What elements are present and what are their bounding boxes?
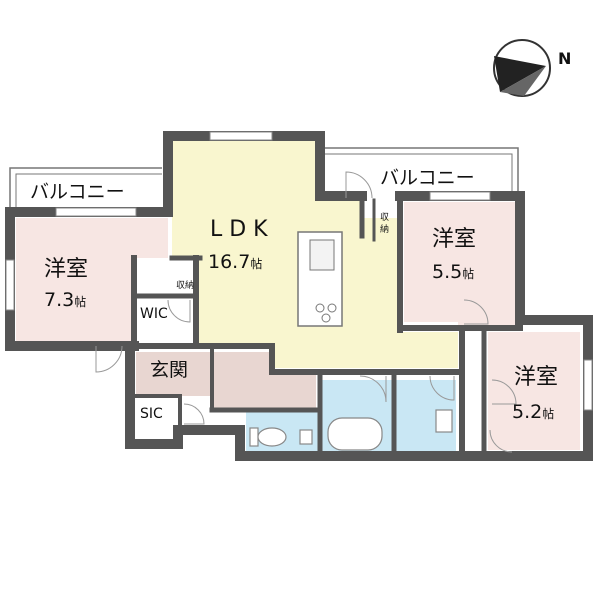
- sic-label: SIC: [140, 406, 163, 422]
- western-room-1-size: 7.3帖: [44, 289, 86, 311]
- compass-north-label: N: [558, 49, 571, 68]
- closet-ldk-label-1: 収: [380, 211, 389, 223]
- wic-label: WIC: [140, 306, 168, 322]
- western-room-1-name: 洋室: [44, 257, 88, 282]
- kitchen-counter: [297, 231, 343, 327]
- western-room-3-size: 5.2帖: [512, 401, 554, 423]
- windows: [5, 131, 593, 411]
- western-room-3-floor: [488, 332, 580, 450]
- balcony-left-label: バルコニー: [30, 181, 125, 203]
- wic-floor: [134, 298, 192, 340]
- western-room-3-name: 洋室: [514, 365, 558, 390]
- walls: [5, 131, 593, 461]
- balcony-right-label: バルコニー: [380, 167, 475, 189]
- sic-floor: [136, 396, 178, 428]
- western-room-2-size: 5.5帖: [432, 261, 474, 283]
- fixtures: [249, 409, 453, 451]
- entrance-label: 玄関: [150, 359, 188, 381]
- balcony-left: [9, 167, 162, 212]
- compass: N: [493, 39, 571, 97]
- room-floors: [16, 140, 580, 452]
- closet-ldk-label-2: 納: [380, 223, 389, 235]
- ldk-size: 16.7帖: [208, 251, 262, 273]
- western-room-1-floor: [16, 218, 168, 342]
- balcony-right: [322, 147, 519, 196]
- hall-floor: [212, 352, 316, 410]
- ldk-name: L D K: [210, 217, 268, 242]
- western-room-2-floor: [404, 202, 516, 328]
- western-room-2-name: 洋室: [432, 227, 476, 252]
- closet-small-label: 収納: [176, 279, 194, 291]
- doors: [95, 171, 517, 453]
